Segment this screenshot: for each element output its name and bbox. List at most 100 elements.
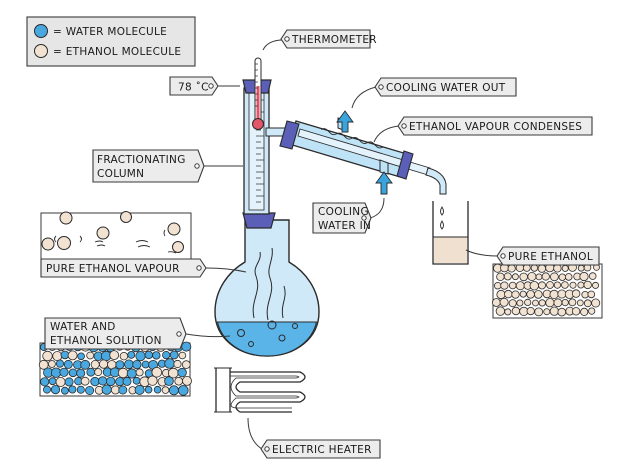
molecule (587, 290, 596, 299)
molecule (545, 298, 555, 308)
molecule (98, 376, 108, 386)
molecule (141, 360, 150, 369)
molecule (583, 280, 592, 290)
water-in-arrow (375, 171, 393, 195)
molecule (42, 350, 53, 362)
legend-ethanol-label: = ETHANOL MOLECULE (53, 46, 181, 58)
molecule (588, 272, 597, 280)
molecule (181, 341, 192, 352)
molecule (132, 359, 142, 370)
molecule (90, 359, 100, 369)
molecule (144, 385, 153, 394)
molecule (515, 281, 525, 291)
molecule (52, 351, 63, 362)
molecule (534, 307, 544, 317)
molecule (564, 273, 573, 281)
label-temperature-text: 78 ˚C (178, 82, 209, 94)
molecule (549, 289, 559, 299)
molecule (64, 377, 74, 387)
molecule (527, 271, 537, 281)
thermometer (252, 57, 264, 130)
molecule (508, 281, 517, 290)
molecule (579, 271, 589, 282)
molecule (550, 272, 559, 282)
molecule (168, 385, 179, 396)
molecule (177, 367, 187, 378)
label-solution: WATER AND ETHANOL SOLUTION (44, 317, 231, 350)
molecule (504, 289, 513, 299)
molecule (169, 350, 179, 360)
molecule (60, 350, 70, 360)
molecule (499, 297, 509, 307)
molecule (496, 289, 506, 300)
vapour-panel (40, 211, 192, 260)
molecule (580, 307, 589, 316)
legend-ethanol-swatch (34, 44, 48, 58)
solution-molecule-panel (38, 340, 192, 397)
label-cooling-water-out: COOLING WATER OUT (351, 77, 517, 109)
molecule (105, 376, 116, 387)
molecule (511, 290, 520, 299)
molecule (588, 307, 596, 315)
molecule (109, 350, 120, 361)
round-bottom-flask (214, 219, 320, 357)
molecule (553, 264, 562, 273)
molecule (553, 281, 562, 289)
molecule (569, 281, 577, 289)
molecule (491, 298, 501, 307)
molecule (147, 375, 158, 386)
label-pure-ethanol: PURE ETHANOL (465, 246, 600, 266)
label-solution-line2: ETHANOL SOLUTION (50, 335, 162, 347)
molecule (76, 385, 85, 394)
molecule (94, 368, 103, 377)
molecule (583, 299, 592, 308)
molecule (577, 264, 585, 272)
molecule (86, 367, 96, 377)
molecule (538, 281, 547, 290)
collecting-beaker (432, 201, 469, 265)
label-fractionating-column-line2: COLUMN (97, 168, 144, 180)
molecule (182, 375, 192, 386)
molecule (68, 385, 77, 394)
molecule (43, 385, 52, 394)
molecule (532, 299, 539, 307)
molecule (530, 264, 539, 272)
molecule (76, 368, 86, 378)
molecule (67, 350, 78, 361)
molecule (162, 350, 171, 360)
molecule (507, 264, 516, 273)
molecule (86, 351, 95, 360)
molecule (55, 376, 66, 387)
molecule (526, 289, 535, 299)
molecule (118, 385, 128, 395)
molecule (182, 360, 191, 369)
label-thermometer: THERMOMETER (262, 29, 377, 51)
molecule (543, 308, 551, 316)
molecule (571, 289, 581, 298)
distillation-apparatus (214, 57, 469, 413)
molecule (85, 385, 95, 395)
label-electric-heater: ELECTRIC HEATER (247, 417, 381, 459)
molecule (568, 298, 577, 307)
molecule (134, 384, 145, 395)
molecule (178, 385, 189, 396)
molecule (101, 384, 112, 395)
molecule (553, 298, 563, 308)
molecule (127, 350, 136, 359)
molecule (504, 308, 512, 316)
electric-heater (214, 367, 306, 413)
molecule (546, 281, 554, 289)
molecule (152, 351, 161, 360)
molecule (526, 306, 535, 316)
label-fractionating-column: FRACTIONATING COLUMN (92, 149, 243, 183)
molecule (126, 368, 137, 379)
label-solution-line1: WATER AND (50, 321, 116, 333)
molecule (557, 289, 567, 299)
molecule (132, 376, 141, 385)
molecule (115, 360, 125, 370)
molecule (533, 290, 543, 299)
molecule (576, 299, 584, 307)
molecule (80, 359, 91, 370)
label-cooling-water-in: COOLING WATER IN (312, 197, 385, 234)
legend-water-swatch (34, 24, 48, 38)
